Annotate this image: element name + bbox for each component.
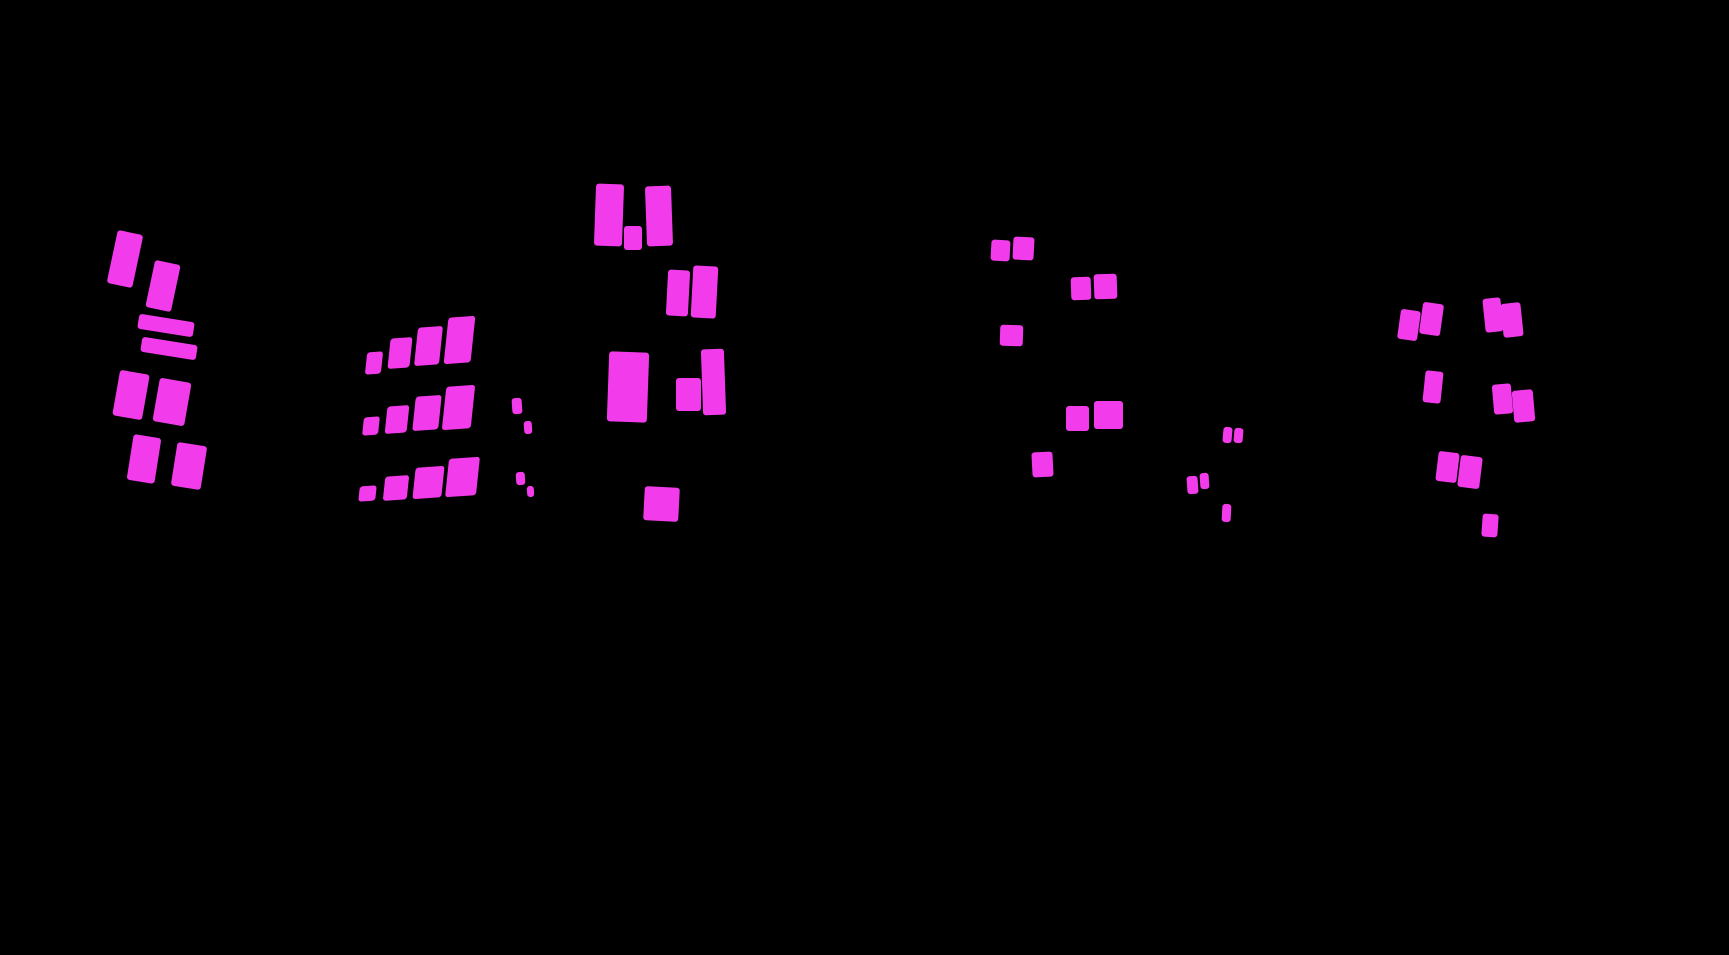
lit-window [1199,472,1210,490]
lit-window [1222,426,1233,444]
lit-window [152,377,192,427]
lit-window [384,405,410,434]
lit-window [443,315,476,365]
lit-window [1422,370,1444,404]
lit-window [137,313,195,338]
lit-window [665,269,691,317]
lit-window [1418,301,1445,337]
lit-window [414,325,443,367]
lit-window [1012,236,1035,261]
lit-window [106,229,144,289]
lit-window [412,465,445,500]
lit-window [1070,276,1092,301]
lit-window [644,185,674,247]
lit-window [999,324,1024,347]
lit-window [990,239,1011,262]
lit-window [523,420,533,435]
lit-window [382,475,410,501]
lit-window [112,369,150,421]
lit-window [1500,302,1524,338]
lit-window [387,337,413,369]
lit-window [1093,273,1118,300]
lit-window [676,378,701,411]
lit-window [1435,450,1460,484]
lit-window [1031,451,1054,478]
lit-window [1233,427,1244,444]
lit-window [358,485,377,502]
lit-window [1186,475,1199,495]
lit-window [1482,297,1504,333]
lit-window [511,397,523,415]
lit-window [624,226,642,250]
lit-window [700,348,727,416]
lit-window [362,416,380,436]
lit-window [1066,406,1089,431]
lit-window [1397,308,1421,342]
lit-window [515,471,526,486]
lit-window [1457,454,1483,490]
lit-window [1221,503,1232,523]
lit-window [1094,401,1123,429]
lit-window [412,394,442,432]
lit-window [1511,389,1536,423]
lit-window [364,351,384,375]
lit-window [643,486,680,522]
lit-window [441,384,476,431]
lit-window [1491,383,1514,415]
lit-window [593,183,625,247]
lit-window [1481,513,1499,538]
lit-window [145,259,181,313]
lit-window [126,434,162,484]
lit-window [170,441,208,491]
lit-window [690,265,719,319]
lit-window [526,485,535,498]
lit-window [445,456,480,498]
lit-window [606,351,650,423]
lit-window [140,336,198,361]
